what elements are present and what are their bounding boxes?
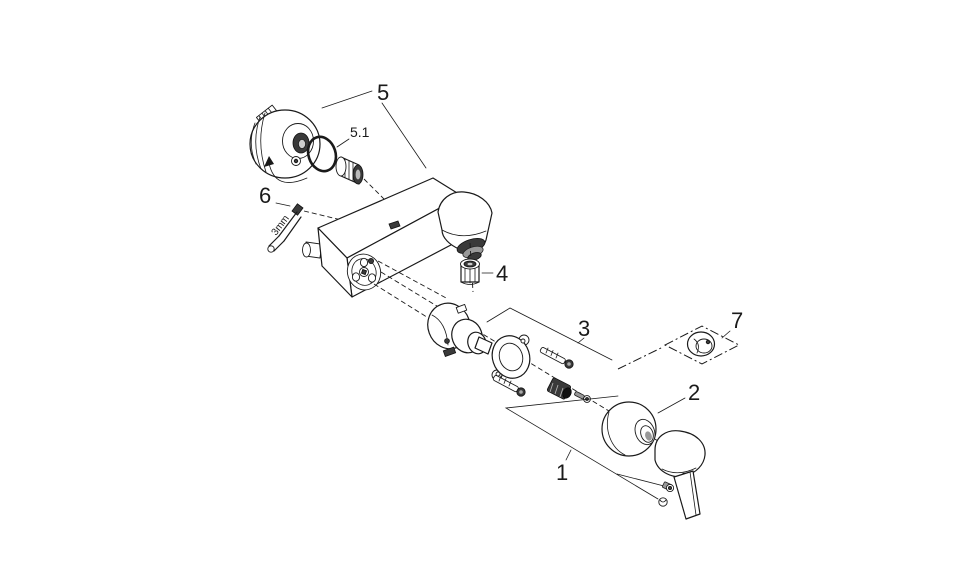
- set-screw-leader: [616, 473, 665, 487]
- part-3-adapter: [546, 377, 572, 400]
- callout-5-1-leader: [336, 138, 350, 148]
- part-group-3: 3: [373, 260, 669, 448]
- part-2-dome-cap: [601, 401, 657, 457]
- part-group-4: 4: [460, 242, 508, 293]
- valve-body: [302, 177, 493, 298]
- callout-5-bracket-right: [381, 102, 427, 169]
- part-5-nut: [335, 156, 364, 185]
- part-3-cartridge: [427, 302, 493, 358]
- body-inlet-port: [346, 253, 382, 291]
- callout-1-leader: [565, 449, 572, 461]
- part-1-set-screw: [662, 481, 675, 493]
- part-5-1-o-ring: [306, 135, 338, 173]
- rotation-arrow: [268, 162, 308, 183]
- callout-6-label: 6: [259, 183, 271, 208]
- part-group-5: 5 5.1: [249, 80, 427, 217]
- part-group-2: 2: [601, 380, 700, 457]
- part-1-plug: [658, 497, 668, 507]
- body-outlet-connector: [437, 191, 493, 261]
- callout-4-label: 4: [496, 261, 508, 286]
- callout-1-bracket: [504, 395, 659, 500]
- body-top-slot: [388, 220, 401, 230]
- callout-5-1-label: 5.1: [350, 124, 370, 140]
- part-3-screw-upper: [539, 347, 574, 369]
- part-group-1: 1: [504, 395, 706, 520]
- part-7-diamond: [663, 325, 741, 365]
- part-group-7: 7: [617, 308, 743, 370]
- callout-5-bracket-left: [321, 90, 373, 109]
- centerline-upper: [377, 260, 449, 300]
- part-4-bushing: [460, 258, 480, 285]
- part-3-mounting-flange: [491, 334, 531, 381]
- callout-5-label: 5: [377, 80, 389, 105]
- body-left-face: [317, 227, 353, 298]
- part-7-axis-line: [617, 346, 664, 370]
- callout-6-leader: [275, 202, 291, 207]
- part-3-screw-lower: [492, 375, 526, 397]
- callout-1-label: 1: [556, 460, 568, 485]
- body-side-boss: [302, 241, 323, 259]
- rotation-arrowhead: [264, 156, 274, 167]
- callout-7-leader: [721, 330, 731, 339]
- part-6-allen-key: [267, 203, 304, 253]
- callout-7-label: 7: [731, 308, 743, 333]
- callout-3-label: 3: [578, 316, 590, 341]
- callout-3-leader: [577, 337, 585, 344]
- centerline-lower: [373, 283, 447, 330]
- callout-2-leader: [657, 397, 686, 414]
- part-7-cap: [686, 331, 716, 357]
- part-1-lever-handle: [654, 430, 706, 520]
- callout-2-label: 2: [688, 380, 700, 405]
